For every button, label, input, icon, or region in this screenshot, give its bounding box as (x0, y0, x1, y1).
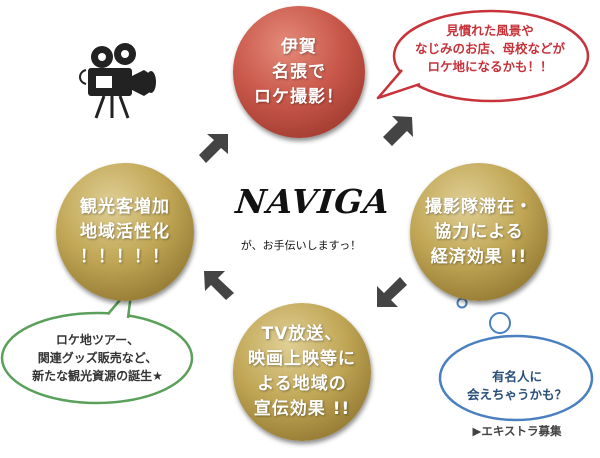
green-speech-bubble (0, 284, 194, 405)
cycle-arrows (199, 116, 413, 307)
cycle-step-economic-label: 撮影隊滞在・ 協力による 経済効果 !! (425, 196, 533, 267)
cycle-step-tourism: 観光客増加 地域活性化 ！！！！！ (56, 163, 194, 301)
cycle-step-shooting: 伊賀 名張で ロケ撮影！ (233, 6, 365, 138)
cycle-arrow-icon (204, 271, 234, 300)
cycle-step-shooting-label: 伊賀 名張で ロケ撮影！ (254, 36, 344, 107)
cycle-step-tourism-label: 観光客増加 地域活性化 ！！！！！ (80, 196, 170, 267)
cycle-arrow-icon (383, 116, 413, 146)
blue-thought-bubble (438, 281, 594, 422)
blue-bubble-text: 有名人に 会えちゃうかも？ ▶エキストラ募集 (452, 350, 582, 458)
blue-bubble-main: 有名人に 会えちゃうかも？ (466, 369, 567, 402)
cycle-step-economic-effect: 撮影隊滞在・ 協力による 経済効果 !! (410, 163, 548, 301)
red-speech-bubble (376, 9, 590, 103)
cycle-step-publicity-label: TV放送、 映画上映等に よる地域の 宣伝効果 !! (248, 324, 356, 419)
movie-camera-icon (79, 43, 156, 119)
cycle-arrow-icon (377, 277, 407, 307)
tagline: が、お手伝いしますっ！ (240, 239, 362, 252)
red-bubble-text: 見慣れた風景や なじみのお店、母校などが ロケ地になるかも！！ (414, 23, 565, 74)
naviga-logo: NAVIGA (233, 182, 393, 221)
cycle-step-publicity-effect: TV放送、 映画上映等に よる地域の 宣伝効果 !! (233, 303, 371, 441)
blue-bubble-sub: ▶エキストラ募集 (472, 424, 562, 438)
cycle-arrow-icon (199, 134, 228, 163)
green-bubble-text: ロケ地ツアー、 関連グッズ販売など、 新たな観光資源の誕生★ (32, 333, 163, 383)
